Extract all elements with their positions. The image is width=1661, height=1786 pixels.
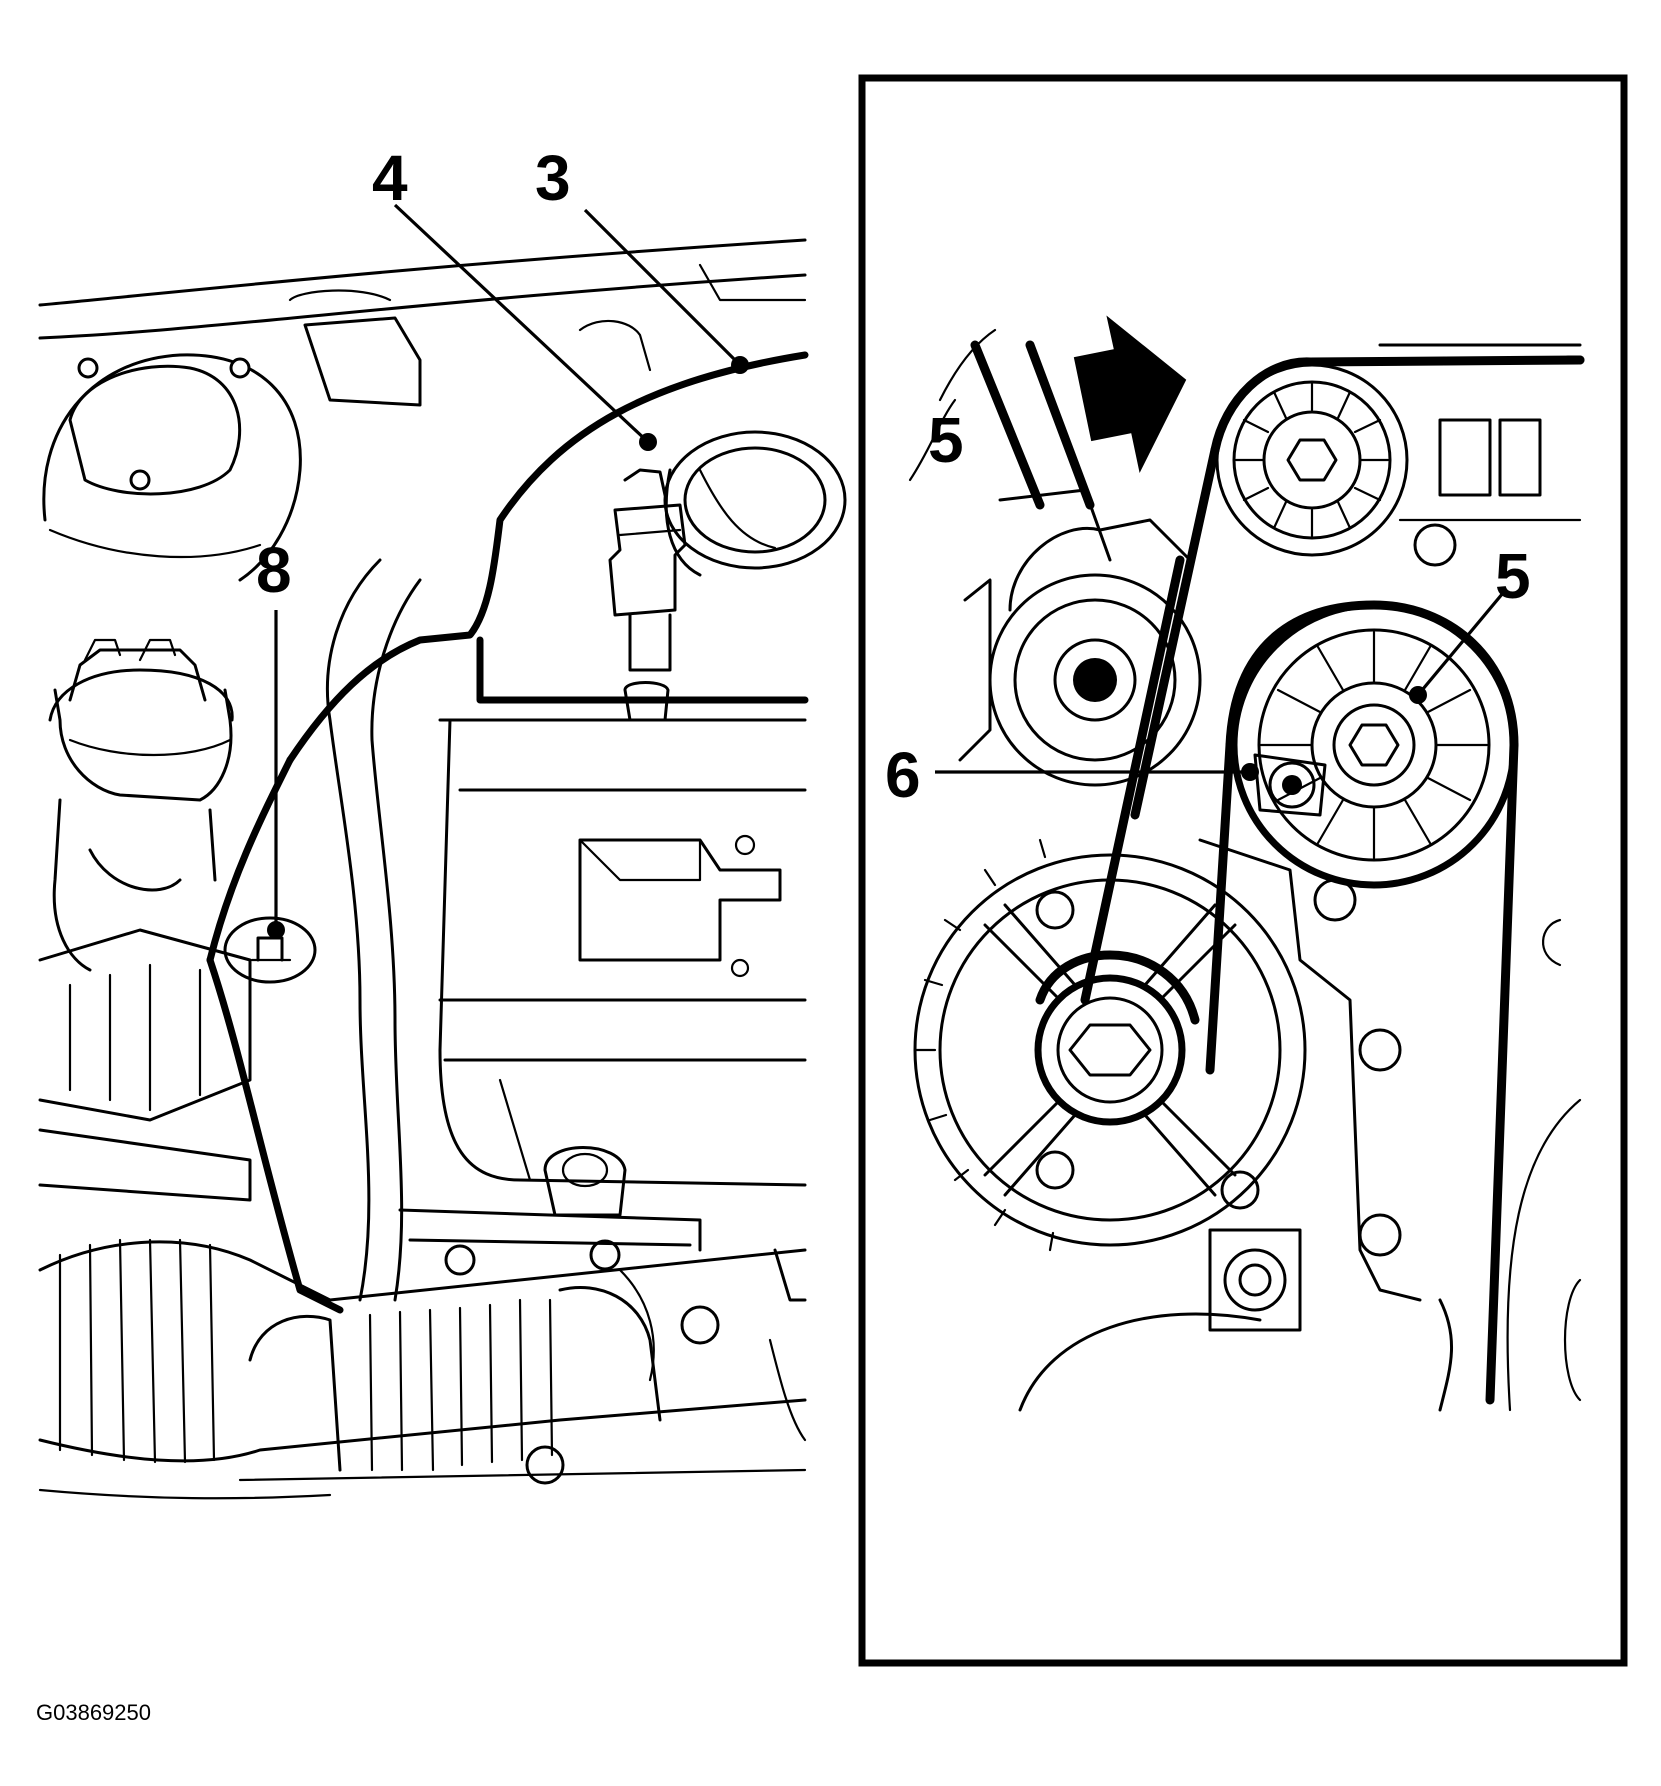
callout-label-3: 3 [535, 142, 571, 214]
sensor-connector [608, 468, 687, 722]
inset-frame [858, 74, 1628, 1667]
figure-code: G03869250 [36, 1700, 151, 1725]
intake-hose [38, 1238, 807, 1500]
tensioner-lock-pin [1253, 753, 1327, 817]
strut-tower [42, 353, 302, 582]
reservoir [48, 638, 234, 972]
bolt-8 [223, 916, 317, 984]
oil-filler-cap [663, 430, 847, 577]
crankshaft-pulley [913, 838, 1307, 1252]
callout-label-5-tensioner: 5 [1495, 540, 1531, 612]
valve-cover [438, 718, 807, 1217]
engine-bay-view: 4 3 8 [38, 142, 847, 1500]
callout-label-4: 4 [372, 142, 408, 214]
callout-label-8: 8 [256, 534, 292, 606]
rotation-direction-arrow-icon [1073, 315, 1187, 474]
callout-label-6: 6 [885, 739, 921, 811]
left-pulley [958, 518, 1202, 787]
callout-label-5-upper: 5 [928, 404, 964, 476]
belt-detail-inset: 5 5 6 [858, 74, 1628, 1667]
